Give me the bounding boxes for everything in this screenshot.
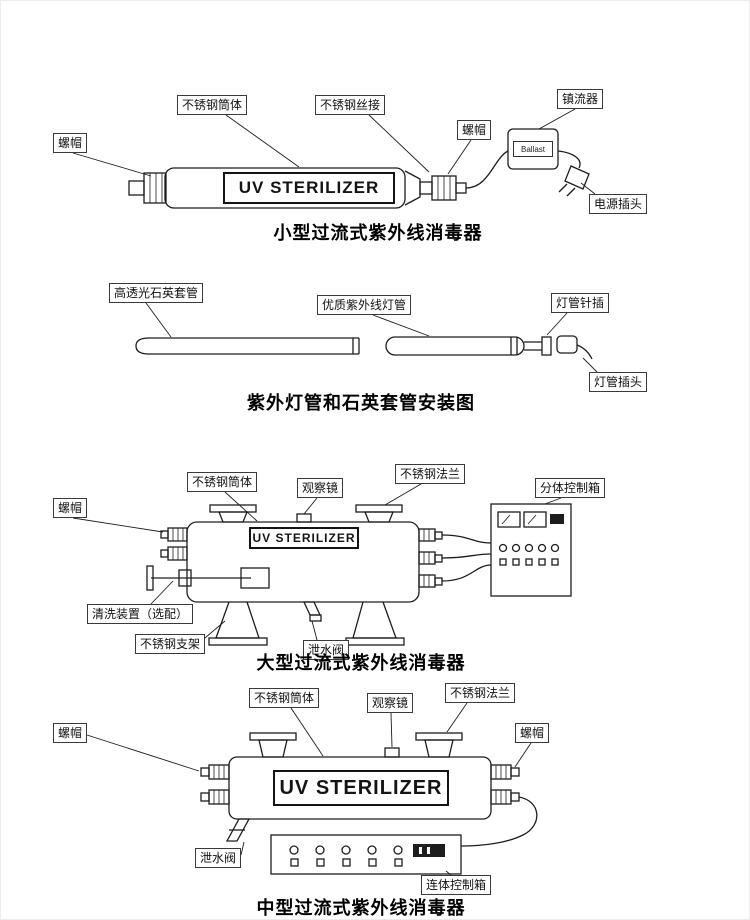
label-drain-valve-medium: 泄水阀 bbox=[195, 848, 242, 868]
label-split-control-box: 分体控制箱 bbox=[535, 478, 606, 498]
title-small-sterilizer: 小型过流式紫外线消毒器 bbox=[273, 223, 483, 243]
label-uv-lamp: 优质紫外线灯管 bbox=[317, 295, 412, 315]
split-control-box bbox=[490, 503, 572, 597]
uv-sterilizer-text-small: UV STERILIZER bbox=[223, 172, 395, 204]
label-bracket: 不锈钢支架 bbox=[135, 634, 206, 654]
medium-sterilizer-drawing bbox=[86, 702, 538, 876]
label-flange-medium: 不锈钢法兰 bbox=[445, 683, 516, 703]
label-ballast: 镇流器 bbox=[557, 89, 604, 109]
label-flange-large: 不锈钢法兰 bbox=[395, 464, 466, 484]
label-wire-joint-small: 不锈钢丝接 bbox=[315, 95, 386, 115]
integrated-control-box bbox=[270, 834, 462, 875]
title-medium-sterilizer: 中型过流式紫外线消毒器 bbox=[256, 898, 466, 918]
title-lamp-install: 紫外灯管和石英套管安装图 bbox=[247, 393, 475, 413]
lamp-quartz-drawing bbox=[135, 302, 598, 373]
label-body-large: 不锈钢筒体 bbox=[187, 472, 258, 492]
label-sight-glass-large: 观察镜 bbox=[297, 478, 344, 498]
uv-sterilizer-text-large: UV STERILIZER bbox=[249, 527, 359, 549]
label-drain-valve-large: 泄水阀 bbox=[303, 640, 350, 660]
label-lamp-pin: 灯管针插 bbox=[551, 293, 610, 313]
small-sterilizer-drawing bbox=[72, 108, 596, 209]
title-large-sterilizer: 大型过流式紫外线消毒器 bbox=[256, 653, 466, 673]
label-nut-left-small: 螺帽 bbox=[53, 133, 88, 153]
large-sterilizer-drawing bbox=[72, 483, 572, 646]
label-cleaning-device: 清洗装置（选配） bbox=[87, 604, 194, 624]
power-plug-shape bbox=[564, 165, 590, 190]
ballast-text: Ballast bbox=[513, 141, 553, 157]
label-nut-left-medium: 螺帽 bbox=[53, 723, 88, 743]
label-power-plug: 电源插头 bbox=[589, 194, 648, 214]
ballast-box bbox=[507, 128, 559, 170]
label-nut-right-medium: 螺帽 bbox=[515, 723, 550, 743]
sight-glass-shape bbox=[296, 513, 312, 523]
uv-sterilizer-text-medium: UV STERILIZER bbox=[273, 770, 449, 806]
medium-drain-valve-shape bbox=[225, 818, 251, 842]
lamp-plug-shape bbox=[556, 335, 578, 354]
label-nut-large: 螺帽 bbox=[53, 498, 88, 518]
quartz-sleeve-shape bbox=[135, 337, 359, 355]
label-body-small: 不锈钢筒体 bbox=[177, 95, 248, 115]
large-drain-valve-shape bbox=[302, 601, 322, 616]
medium-sight-glass-shape bbox=[384, 747, 400, 758]
label-lamp-plug: 灯管插头 bbox=[589, 372, 648, 392]
small-cylinder bbox=[164, 167, 406, 209]
uv-lamp-shape bbox=[385, 336, 525, 356]
label-quartz-sleeve: 高透光石英套管 bbox=[109, 283, 204, 303]
label-integrated-control-box: 连体控制箱 bbox=[421, 875, 492, 895]
label-body-medium: 不锈钢筒体 bbox=[249, 688, 320, 708]
medium-cylinder bbox=[228, 756, 492, 820]
label-sight-glass-medium: 观察镜 bbox=[367, 693, 414, 713]
label-nut-right-small: 螺帽 bbox=[457, 120, 492, 140]
